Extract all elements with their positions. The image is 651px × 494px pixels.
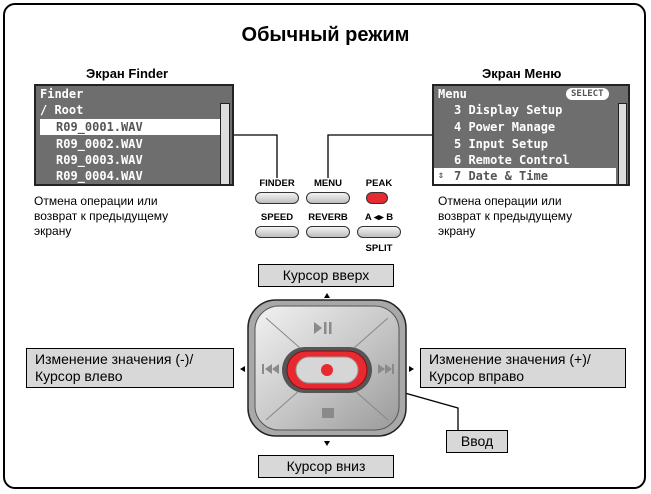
finder-button[interactable] xyxy=(255,192,299,204)
up-arrow-icon xyxy=(324,293,330,298)
finder-row-3: R09_0003.WAV xyxy=(56,153,143,167)
finder-header: Finder xyxy=(40,87,84,101)
menu-row-0: 3 Display Setup xyxy=(454,103,563,117)
finder-row-2: R09_0002.WAV xyxy=(56,137,143,151)
menu-scrollbar xyxy=(618,103,627,185)
left-description: Отмена операции или возврат к предыдущем… xyxy=(34,194,169,238)
menu-row-4: 7 Date & Time xyxy=(434,168,616,184)
split-label: SPLIT xyxy=(365,243,393,254)
diagram-frame xyxy=(3,3,646,489)
peak-indicator xyxy=(366,192,388,204)
menu-header: Menu xyxy=(438,87,467,101)
cursor-down-caption: Курсор вниз xyxy=(258,455,394,478)
menu-screen-title: Экран Меню xyxy=(482,66,562,81)
cursor-up-caption: Курсор вверх xyxy=(258,264,394,287)
play-pause-icon xyxy=(314,322,332,334)
finder-row-1: R09_0001.WAV xyxy=(40,119,220,135)
right-arrow-icon xyxy=(409,366,414,372)
diagram-title: Обычный режим xyxy=(241,24,410,46)
record-dot-icon xyxy=(321,364,333,376)
menu-screen: Menu SELECT 3 Display Setup 4 Power Mana… xyxy=(432,84,630,186)
stop-icon xyxy=(322,408,334,418)
menu-leader xyxy=(327,134,432,178)
speed-button[interactable] xyxy=(255,226,299,238)
cursor-left-caption: Изменение значения (-)/ Курсор влево xyxy=(26,348,234,388)
finder-row-4: R09_0004.WAV xyxy=(56,169,143,183)
enter-caption: Ввод xyxy=(446,430,508,453)
menu-row-1: 4 Power Manage xyxy=(454,120,556,134)
finder-row-root: / Root xyxy=(40,103,84,117)
right-description: Отмена операции или возврат к предыдущем… xyxy=(438,194,573,238)
down-arrow-icon xyxy=(324,441,330,446)
finder-leader xyxy=(234,134,278,178)
cursor-right-caption: Изменение значения (+)/ Курсор вправо xyxy=(420,348,626,388)
menu-button[interactable] xyxy=(306,192,350,204)
rewind-icon xyxy=(262,364,279,374)
ab-button[interactable] xyxy=(357,226,401,238)
ab-button-label: A ◂▸ B xyxy=(364,212,394,223)
updown-icon: ⇕ xyxy=(438,170,445,181)
finder-button-label: FINDER xyxy=(259,178,295,189)
reverb-button[interactable] xyxy=(306,226,350,238)
left-arrow-icon xyxy=(240,366,245,372)
menu-row-3: 6 Remote Control xyxy=(454,153,570,167)
speed-button-label: SPEED xyxy=(260,212,294,223)
peak-label: PEAK xyxy=(365,178,393,189)
reverb-button-label: REVERB xyxy=(308,212,348,223)
select-badge: SELECT xyxy=(566,88,609,100)
menu-row-2: 5 Input Setup xyxy=(454,137,548,151)
menu-button-label: MENU xyxy=(314,178,342,189)
fast-forward-icon xyxy=(378,364,394,374)
finder-scrollbar xyxy=(220,103,230,185)
finder-screen-title: Экран Finder xyxy=(86,66,169,81)
finder-screen: Finder / Root R09_0001.WAV R09_0002.WAV … xyxy=(34,84,234,186)
